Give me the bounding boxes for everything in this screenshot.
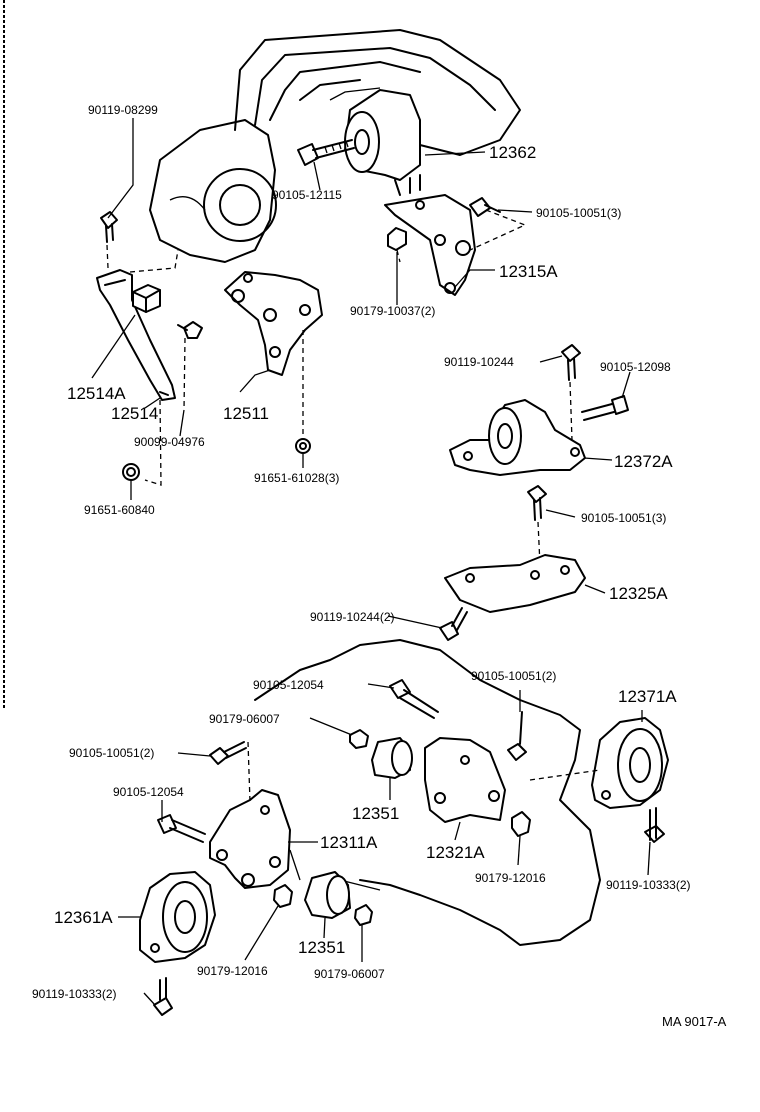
nut-90179-12016-b bbox=[273, 884, 293, 908]
bolt-90105-10051-2-right bbox=[507, 711, 527, 761]
dash-12514-bottom bbox=[144, 399, 162, 486]
nut-90179-10037 bbox=[387, 227, 407, 251]
bolt-90105-10051-mid bbox=[527, 485, 547, 521]
label-90105-12098: 90105-12098 bbox=[600, 360, 671, 374]
label-12351-a: 12351 bbox=[352, 804, 399, 823]
label-12321A: 12321A bbox=[426, 843, 485, 862]
nut-90179-06007-b bbox=[354, 904, 373, 926]
label-12372A: 12372A bbox=[614, 452, 673, 471]
bracket-12311A bbox=[209, 789, 291, 889]
bolt-90119-10244-2 bbox=[439, 607, 468, 641]
rod-12514 bbox=[96, 269, 176, 401]
nut-90179-06007-a bbox=[349, 729, 369, 749]
label-90105-12054-b: 90105-12054 bbox=[113, 785, 184, 799]
label-12511: 12511 bbox=[223, 404, 269, 423]
bolt-90099-04976 bbox=[177, 321, 203, 339]
label-12514A: 12514A bbox=[67, 384, 126, 403]
label-12371A: 12371A bbox=[618, 687, 677, 706]
label-12361A: 12361A bbox=[54, 908, 113, 927]
mount-12372A bbox=[449, 399, 586, 476]
dash-08299 bbox=[106, 244, 109, 269]
bolt-90105-12115 bbox=[297, 139, 355, 166]
part-labels: 90119-08299 90105-12115 12362 90105-1005… bbox=[32, 103, 727, 1029]
label-12514: 12514 bbox=[111, 404, 158, 423]
label-90179-06007-b: 90179-06007 bbox=[314, 967, 385, 981]
bushing-12514A bbox=[132, 284, 161, 313]
mount-12362 bbox=[344, 89, 421, 196]
label-90105-10051-2-right: 90105-10051(2) bbox=[471, 669, 556, 683]
nut-90179-12016-a bbox=[511, 811, 531, 837]
bracket-12321A bbox=[424, 737, 506, 823]
label-12325A: 12325A bbox=[609, 584, 668, 603]
label-90119-08299: 90119-08299 bbox=[88, 103, 158, 117]
nut-91651-60840 bbox=[122, 463, 140, 481]
dash-04976 bbox=[183, 337, 186, 411]
mount-12371A bbox=[591, 717, 669, 809]
bolt-90105-12098 bbox=[581, 395, 629, 421]
nut-91651-61028 bbox=[295, 438, 311, 454]
bolt-90119-10333-left bbox=[153, 977, 173, 1016]
label-90099-04976: 90099-04976 bbox=[134, 435, 205, 449]
bushing-12351-a bbox=[371, 737, 413, 779]
label-90105-10051-3-top: 90105-10051(3) bbox=[536, 206, 621, 220]
transmission-housing bbox=[149, 119, 277, 263]
engine-block-top bbox=[234, 29, 521, 156]
label-90179-10037-2: 90179-10037(2) bbox=[350, 304, 435, 318]
label-90179-06007-a: 90179-06007 bbox=[209, 712, 280, 726]
bolt-90119-10244-top bbox=[561, 344, 581, 381]
dash-12371A bbox=[529, 769, 601, 781]
bolt-90119-08299 bbox=[100, 211, 118, 243]
bracket-12315A bbox=[384, 194, 476, 296]
bushing-12351-b bbox=[304, 871, 351, 919]
label-90105-12115: 90105-12115 bbox=[272, 188, 342, 202]
bracket-12511 bbox=[224, 271, 323, 376]
mount-12361A bbox=[139, 871, 216, 963]
label-90105-10051-3-mid: 90105-10051(3) bbox=[581, 511, 666, 525]
dash-12311A bbox=[247, 741, 251, 803]
diagram-code: MA 9017-A bbox=[662, 1014, 727, 1029]
label-12362: 12362 bbox=[489, 143, 536, 162]
bolt-90105-12054-a bbox=[389, 679, 439, 719]
label-90119-10333-2-left: 90119-10333(2) bbox=[32, 987, 117, 1001]
label-12311A: 12311A bbox=[320, 833, 378, 852]
label-90179-12016-a: 90179-12016 bbox=[475, 871, 546, 885]
dash-12325A bbox=[537, 521, 541, 566]
leader-lines bbox=[91, 118, 651, 1006]
label-91651-61028-3: 91651-61028(3) bbox=[254, 471, 339, 485]
dash-10244 bbox=[569, 381, 573, 441]
bracket-12325A bbox=[444, 554, 586, 613]
label-90105-12054-a: 90105-12054 bbox=[253, 678, 324, 692]
bolt-90105-10051-top bbox=[469, 197, 501, 217]
label-91651-60840: 91651-60840 bbox=[84, 503, 155, 517]
label-90179-12016-b: 90179-12016 bbox=[197, 964, 268, 978]
label-90105-10051-2-left: 90105-10051(2) bbox=[69, 746, 154, 760]
label-90119-10333-2-right: 90119-10333(2) bbox=[606, 878, 691, 892]
label-12315A: 12315A bbox=[499, 262, 558, 281]
dash-12514-top bbox=[129, 249, 179, 273]
label-90119-10244-2: 90119-10244(2) bbox=[310, 610, 395, 624]
dash-12315A bbox=[469, 209, 527, 251]
label-90119-10244-top: 90119-10244 bbox=[444, 355, 514, 369]
bolt-90119-10333-right bbox=[644, 807, 665, 843]
label-12351-b: 12351 bbox=[298, 938, 345, 957]
bolt-90105-12054-b bbox=[157, 814, 206, 843]
bolt-90105-10051-2-left bbox=[209, 741, 247, 765]
